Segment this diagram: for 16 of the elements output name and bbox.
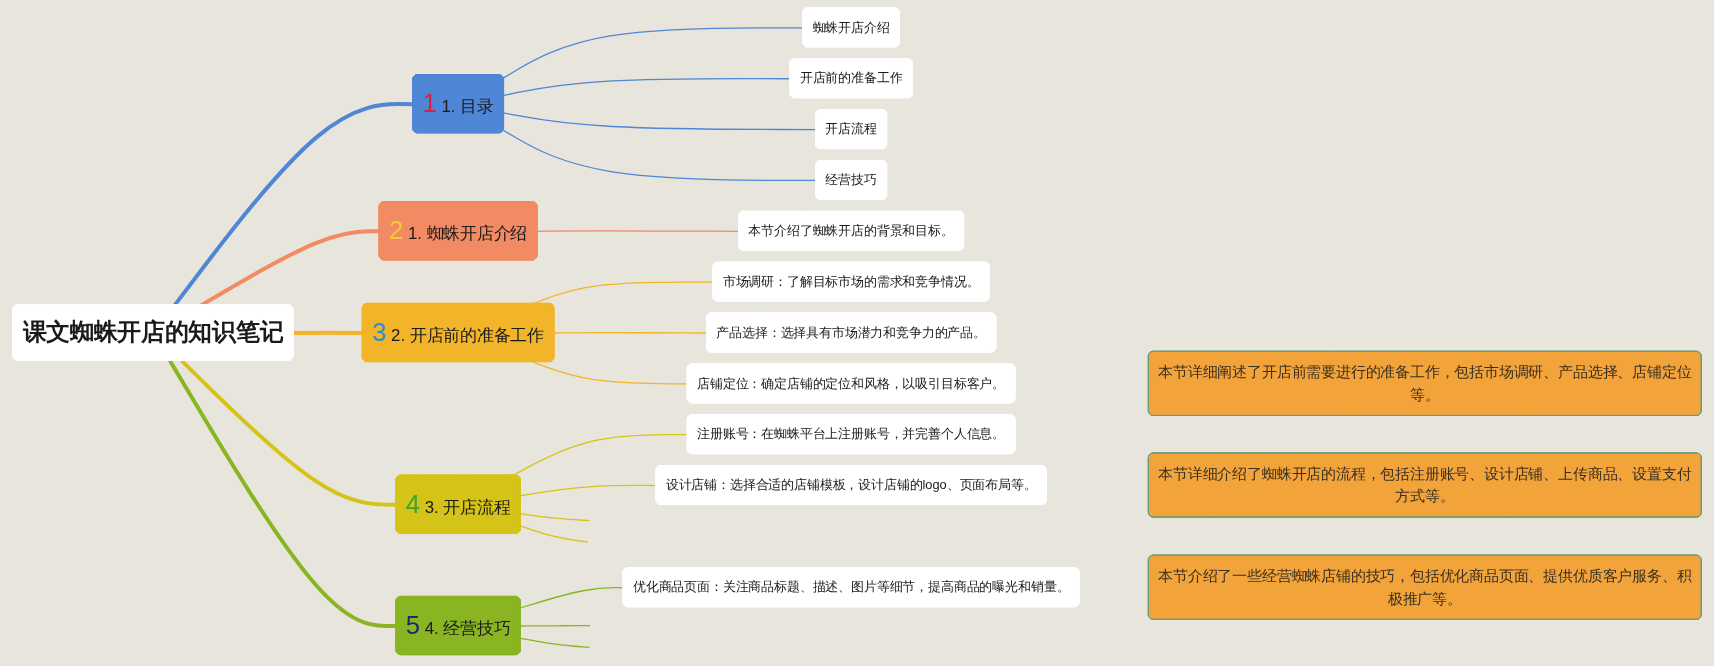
connector xyxy=(532,361,689,385)
connector xyxy=(502,129,817,182)
connector xyxy=(502,27,804,79)
connector xyxy=(520,637,590,649)
connector xyxy=(512,433,689,477)
connector xyxy=(293,330,363,335)
connector xyxy=(553,332,708,334)
connector xyxy=(503,112,817,131)
connector xyxy=(520,625,591,627)
connector xyxy=(520,587,625,609)
connector xyxy=(537,230,740,232)
connector xyxy=(520,484,657,497)
connector xyxy=(168,359,397,628)
connector xyxy=(180,359,397,507)
connector xyxy=(520,525,589,543)
connector xyxy=(520,513,591,522)
